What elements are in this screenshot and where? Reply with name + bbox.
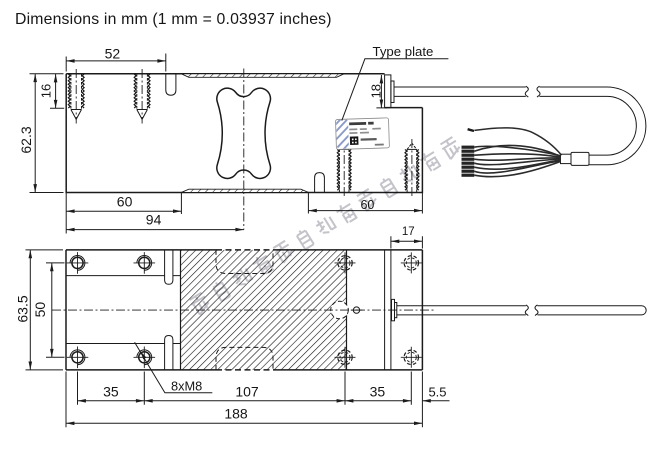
svg-text:16: 16 [39, 84, 54, 98]
svg-text:Dimensions in mm (1 mm = 0.039: Dimensions in mm (1 mm = 0.03937 inches) [15, 11, 332, 28]
svg-text:107: 107 [235, 383, 259, 399]
svg-text:35: 35 [370, 383, 386, 399]
svg-text:5.5: 5.5 [428, 384, 446, 399]
svg-text:35: 35 [103, 383, 119, 399]
svg-text:8xM8: 8xM8 [171, 379, 202, 394]
svg-text:94: 94 [146, 212, 162, 228]
svg-text:188: 188 [224, 406, 248, 422]
svg-text:50: 50 [32, 302, 48, 318]
svg-text:Type plate: Type plate [373, 44, 434, 59]
svg-text:60: 60 [117, 193, 133, 209]
svg-text:63.5: 63.5 [15, 295, 31, 322]
svg-text:17: 17 [402, 226, 415, 238]
svg-text:62.3: 62.3 [18, 126, 34, 153]
svg-text:60: 60 [360, 198, 374, 212]
svg-text:18: 18 [369, 84, 384, 98]
svg-text:52: 52 [105, 46, 121, 62]
